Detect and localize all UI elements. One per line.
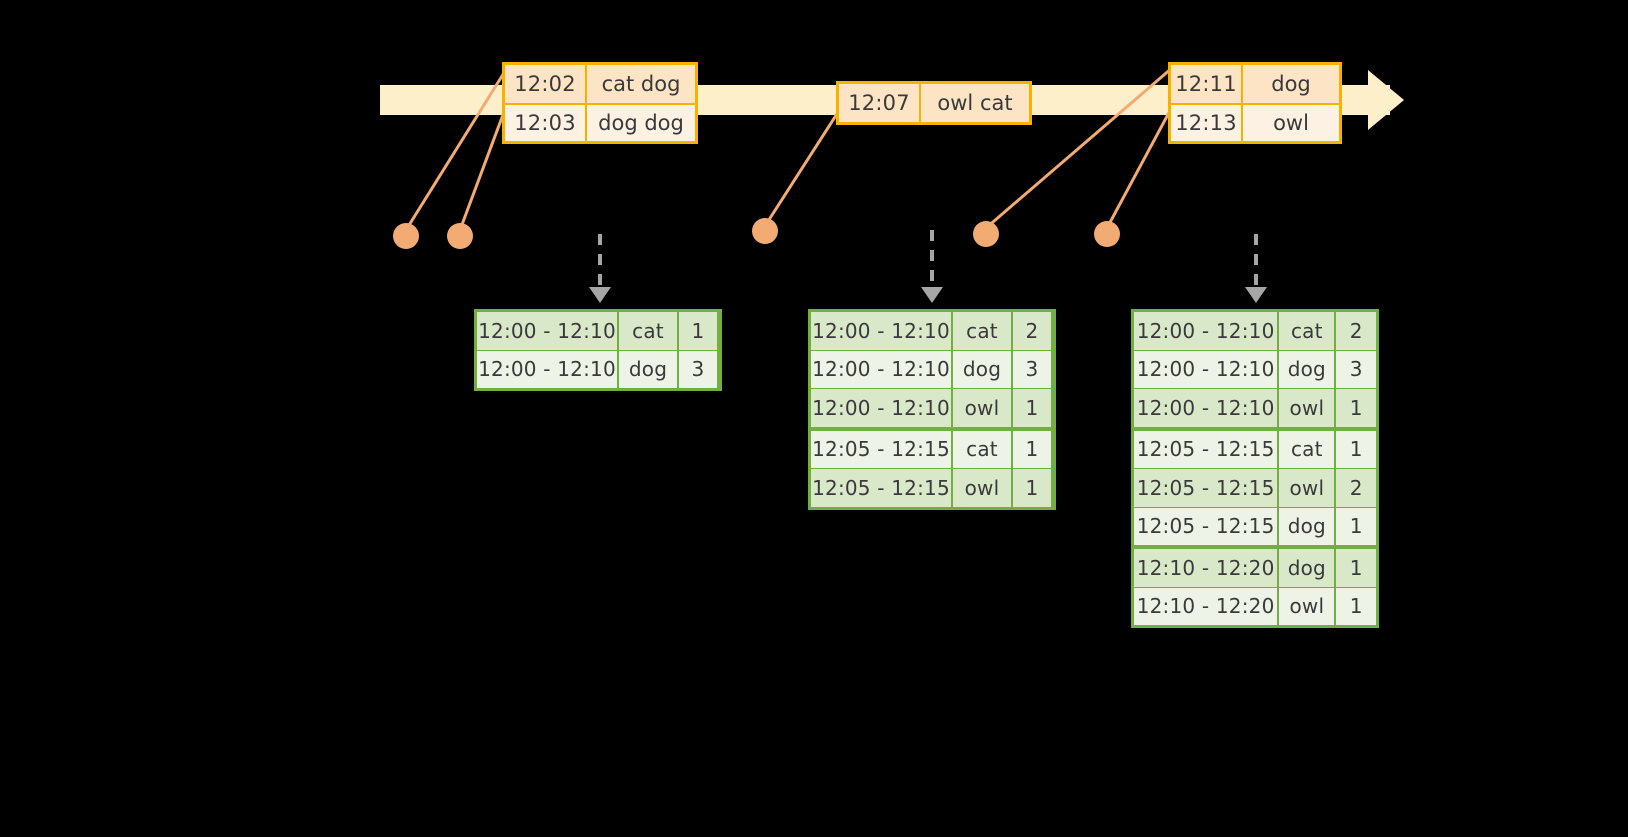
cell-window: 12:00 - 12:10: [1134, 312, 1278, 350]
cell-count: 3: [1336, 350, 1376, 388]
event-payload: owl: [1243, 105, 1339, 141]
cell-key: owl: [953, 469, 1011, 507]
cell-count: 1: [1336, 389, 1376, 427]
cell-window: 12:05 - 12:15: [811, 430, 951, 468]
cell-window: 12:00 - 12:10: [1134, 389, 1278, 427]
event-dot-3: [752, 218, 778, 244]
cell-window: 12:00 - 12:10: [811, 389, 951, 427]
cell-key: cat: [1279, 430, 1335, 468]
event-row: 12:02 cat dog: [505, 65, 695, 103]
cell-window: 12:05 - 12:15: [1134, 507, 1278, 545]
cell-count: 1: [1013, 389, 1051, 427]
cell-window: 12:00 - 12:10: [811, 312, 951, 350]
cell-key: owl: [953, 389, 1011, 427]
event-time: 12:13: [1171, 105, 1243, 141]
cell-key: owl: [1279, 469, 1335, 507]
cell-count: 1: [1336, 549, 1376, 587]
event-dot-4: [973, 221, 999, 247]
cell-key: owl: [1279, 389, 1335, 427]
event-dot-5: [1094, 221, 1120, 247]
cell-count: 1: [679, 312, 717, 350]
cell-count: 1: [1336, 587, 1376, 625]
event-group-2: 12:07 owl cat: [836, 81, 1032, 125]
emit-arrow-2-head-icon: [921, 287, 943, 303]
cell-count: 1: [1013, 469, 1051, 507]
event-payload: owl cat: [921, 84, 1029, 122]
cell-key: cat: [1279, 312, 1335, 350]
event-dot-1: [393, 223, 419, 249]
cell-key: cat: [619, 312, 677, 350]
cell-window: 12:05 - 12:15: [1134, 469, 1278, 507]
cell-window: 12:05 - 12:15: [1134, 430, 1278, 468]
connector-12-07: [763, 105, 844, 227]
cell-window: 12:10 - 12:20: [1134, 587, 1278, 625]
event-row: 12:07 owl cat: [839, 84, 1029, 122]
cell-key: dog: [1279, 350, 1335, 388]
cell-count: 2: [1336, 469, 1376, 507]
timeline-arrowhead-icon: [1368, 70, 1404, 130]
cell-window: 12:05 - 12:15: [811, 469, 951, 507]
cell-count: 1: [1336, 430, 1376, 468]
cell-key: dog: [953, 350, 1011, 388]
cell-count: 1: [1013, 430, 1051, 468]
cell-window: 12:00 - 12:10: [477, 312, 617, 350]
event-row: 12:03 dog dog: [505, 103, 695, 141]
cell-key: cat: [953, 312, 1011, 350]
cell-key: dog: [1279, 549, 1335, 587]
event-dot-2: [447, 223, 473, 249]
event-group-1: 12:02 cat dog 12:03 dog dog: [502, 62, 698, 144]
cell-window: 12:10 - 12:20: [1134, 549, 1278, 587]
event-time: 12:11: [1171, 65, 1243, 103]
emit-arrow-1-head-icon: [589, 287, 611, 303]
cell-count: 2: [1336, 312, 1376, 350]
event-payload: cat dog: [587, 65, 695, 103]
cell-key: owl: [1279, 587, 1335, 625]
cell-count: 3: [1013, 350, 1051, 388]
cell-count: 1: [1336, 507, 1376, 545]
cell-count: 3: [679, 350, 717, 388]
cell-key: dog: [619, 350, 677, 388]
cell-count: 2: [1013, 312, 1051, 350]
connector-12-13: [1105, 106, 1174, 229]
event-time: 12:03: [505, 105, 587, 141]
cell-window: 12:00 - 12:10: [811, 350, 951, 388]
event-row: 12:11 dog: [1171, 65, 1339, 103]
event-payload: dog: [1243, 65, 1339, 103]
cell-window: 12:00 - 12:10: [477, 350, 617, 388]
connector-12-03: [458, 103, 509, 231]
event-group-3: 12:11 dog 12:13 owl: [1168, 62, 1342, 144]
event-row: 12:13 owl: [1171, 103, 1339, 141]
event-time: 12:02: [505, 65, 587, 103]
emit-arrow-3-head-icon: [1245, 287, 1267, 303]
cell-key: dog: [1279, 507, 1335, 545]
cell-window: 12:00 - 12:10: [1134, 350, 1278, 388]
cell-key: cat: [953, 430, 1011, 468]
event-time: 12:07: [839, 84, 921, 122]
event-payload: dog dog: [587, 105, 695, 141]
